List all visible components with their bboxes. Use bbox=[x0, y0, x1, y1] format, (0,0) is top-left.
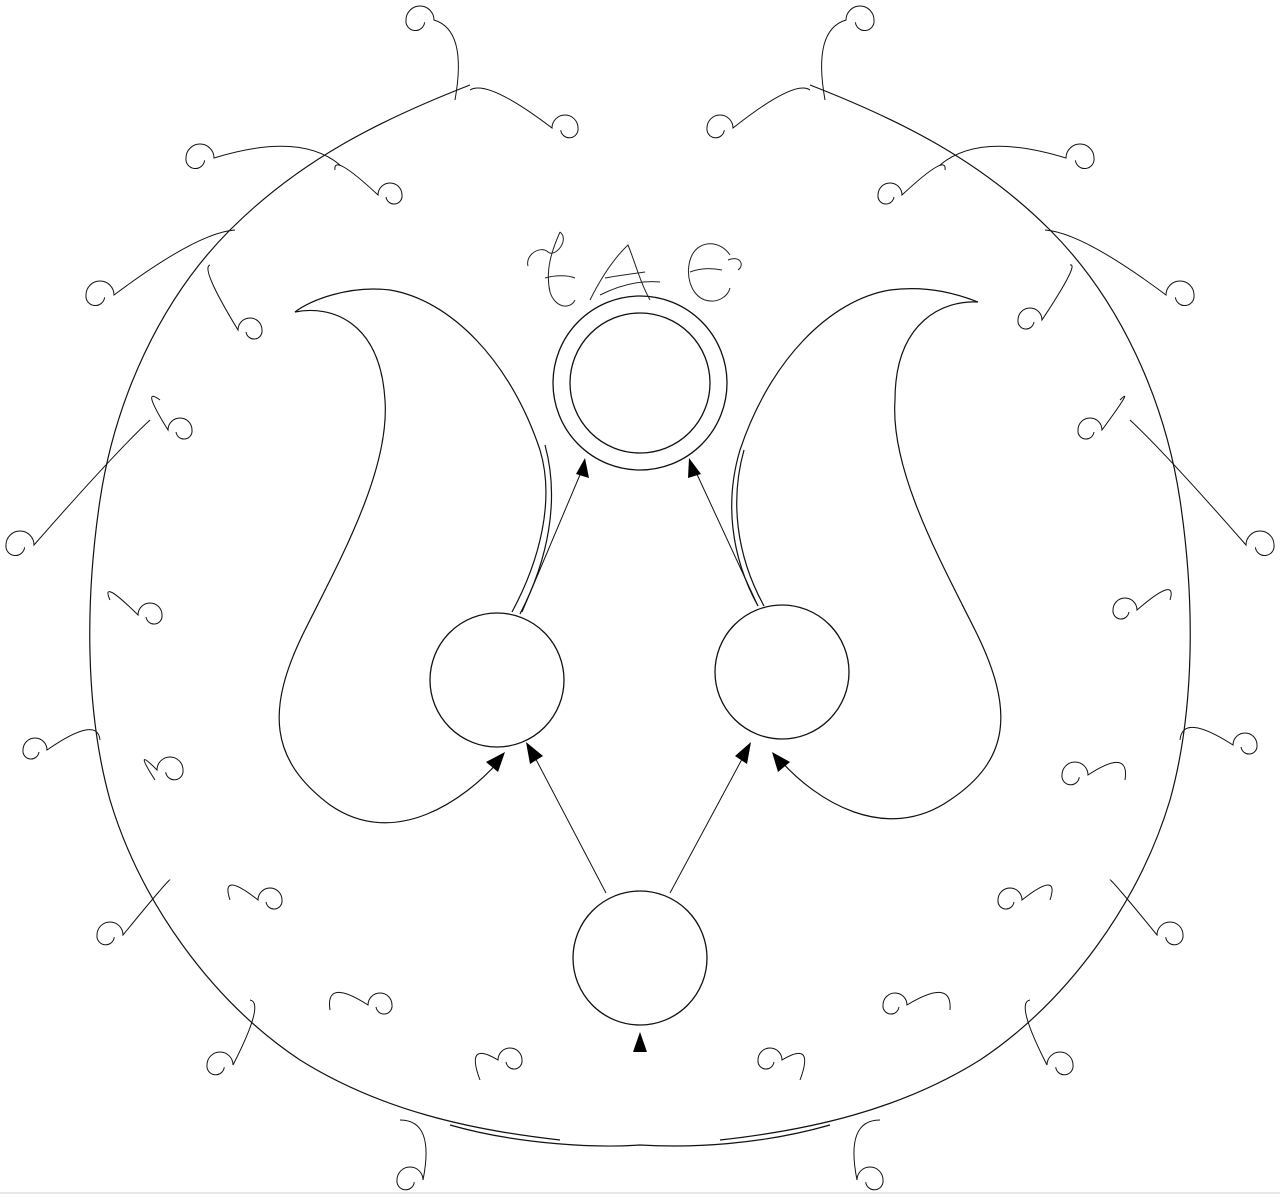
scroll-curl-29 bbox=[997, 884, 1053, 910]
edge-right-top bbox=[694, 469, 759, 607]
scroll-curl-6 bbox=[151, 395, 193, 440]
scroll-curl-10 bbox=[143, 756, 184, 781]
self-loop-left-inner bbox=[519, 444, 553, 615]
scroll-curl-26 bbox=[1179, 726, 1258, 755]
scroll-curl-12 bbox=[227, 884, 283, 910]
scroll-curl-19 bbox=[939, 143, 1095, 169]
scroll-curl-5 bbox=[207, 264, 263, 340]
scroll-curl-30 bbox=[1024, 999, 1074, 1076]
state-node-bottom bbox=[572, 890, 708, 1026]
scroll-curl-4 bbox=[85, 229, 236, 306]
scroll-curl-16 bbox=[475, 1047, 523, 1081]
arrowhead-self-loop-right bbox=[772, 752, 790, 772]
scroll-curl-31 bbox=[882, 991, 951, 1015]
scroll-curl-0 bbox=[405, 5, 459, 101]
scroll-curl-9 bbox=[22, 729, 101, 760]
scroll-curl-23 bbox=[1077, 395, 1125, 440]
wreath-right-vine bbox=[719, 84, 1191, 1141]
scroll-curl-20 bbox=[877, 164, 946, 205]
wreath-bottom-join bbox=[449, 1124, 831, 1147]
arrowhead-bottom-right bbox=[735, 742, 751, 764]
vine-wreath bbox=[89, 84, 1191, 1147]
scroll-curl-3 bbox=[334, 164, 403, 205]
accepting-node-top bbox=[569, 312, 711, 454]
edge-bottom-right bbox=[669, 747, 749, 894]
scroll-curl-27 bbox=[1061, 761, 1127, 786]
scroll-curl-25 bbox=[1112, 589, 1172, 620]
scroll-curl-8 bbox=[107, 591, 163, 625]
monogram-tae-logo bbox=[527, 231, 742, 307]
arrowhead-right-top bbox=[688, 458, 701, 478]
scroll-curl-28 bbox=[1109, 879, 1184, 946]
arrowhead-left-top bbox=[576, 458, 589, 478]
scroll-curl-14 bbox=[328, 991, 393, 1015]
self-loop-right bbox=[731, 288, 1002, 820]
edge-bottom-left bbox=[529, 747, 607, 894]
arrowhead-self-loop-left bbox=[486, 752, 505, 772]
wreath-left-vine bbox=[89, 84, 561, 1141]
scroll-curl-18 bbox=[706, 87, 811, 139]
scroll-curl-22 bbox=[1017, 264, 1073, 330]
arrowhead-bottom-left bbox=[526, 742, 543, 764]
scroll-curl-13 bbox=[206, 999, 256, 1076]
state-node-left bbox=[429, 612, 565, 748]
self-loop-left bbox=[278, 288, 547, 824]
scroll-curl-7 bbox=[5, 419, 151, 556]
arrowhead-initial bbox=[633, 1032, 647, 1052]
edge-left-top bbox=[521, 469, 583, 613]
scroll-curl-24 bbox=[1129, 419, 1275, 556]
scroll-curl-11 bbox=[96, 879, 171, 946]
scroll-curl-32 bbox=[853, 1119, 884, 1191]
scroll-curl-21 bbox=[1044, 229, 1195, 306]
scroll-curl-2 bbox=[185, 143, 341, 169]
scroll-curl-17 bbox=[821, 5, 875, 101]
scroll-curl-15 bbox=[396, 1119, 427, 1191]
scroll-curl-33 bbox=[757, 1047, 805, 1081]
self-loop-right-inner bbox=[736, 449, 765, 607]
ornament-curls bbox=[5, 5, 1275, 1191]
scroll-curl-1 bbox=[469, 87, 579, 139]
state-node-right bbox=[714, 604, 850, 740]
